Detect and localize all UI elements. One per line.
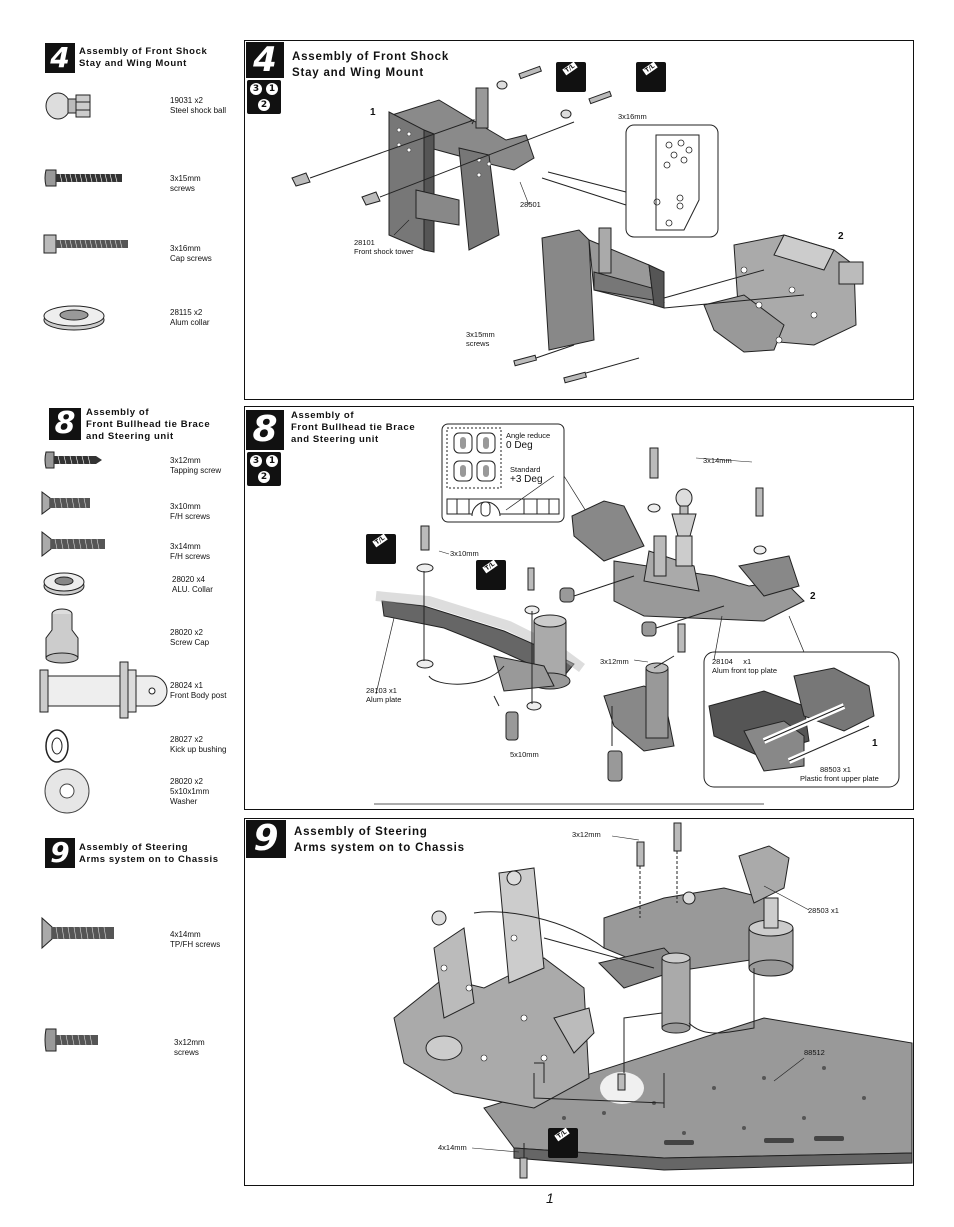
part-3x16-label: 3x16mm Cap screws xyxy=(170,244,212,263)
step-9-badge-left: 9 xyxy=(45,838,75,868)
part-3x12-label: 3x12mm screws xyxy=(174,1038,205,1057)
part-3x15-label: 3x15mm screws xyxy=(170,174,201,193)
label-3x14mm: 3x14mm xyxy=(703,456,732,465)
screw-3x15-icon xyxy=(44,169,122,187)
step8-sub2: 2 xyxy=(810,591,816,602)
step-8-title: Assembly of Front Bullhead tie Brace and… xyxy=(291,410,416,445)
step8-sub1: 1 xyxy=(872,738,878,749)
label-28501: 28501 xyxy=(520,200,541,209)
label-28104: 28104 x1 Alum front top plate xyxy=(712,657,778,675)
label-88512: 88512 xyxy=(804,1048,825,1057)
fh-screw-3x10-icon xyxy=(41,491,90,515)
alum-collar-icon xyxy=(43,305,105,331)
part-28020-collar-label: 28020 x4 ALU. Collar xyxy=(172,575,213,594)
label-angle-reduce: Angle reduce 0 Deg xyxy=(506,431,551,451)
part-19031-label: 19031 x2 Steel shock ball xyxy=(170,96,227,115)
label-standard: Standard +3 Deg xyxy=(510,465,543,485)
label-5x10mm: 5x10mm xyxy=(510,750,539,759)
assembly-order-icon-8: 3 1 2 xyxy=(247,452,281,486)
step-4-badge-left: 4 xyxy=(45,43,75,73)
thread-lock-icon-8b: T/L xyxy=(476,559,506,590)
label-3x12mm-9: 3x12mm xyxy=(572,830,601,839)
step-8-badge-left: 8 xyxy=(49,408,81,440)
step-9-title: Assembly of Steering Arms system on to C… xyxy=(294,826,465,854)
thread-lock-icon-4b: T/L xyxy=(636,61,666,92)
fh-screw-3x14-icon xyxy=(41,530,105,558)
label-3x12mm-8: 3x12mm xyxy=(600,657,629,666)
step-4-title-left: Assembly of Front Shock Stay and Wing Mo… xyxy=(79,46,208,69)
part-3x12-tap-label: 3x12mm Tapping screw xyxy=(170,456,222,475)
label-3x16mm: 3x16mm xyxy=(618,112,647,121)
screw-3x12-icon xyxy=(44,1028,98,1052)
screw-cap-icon xyxy=(45,608,79,664)
label-4x14mm: 4x14mm xyxy=(438,1143,467,1152)
step-8-title-left: Assembly of Front Bullhead tie Brace and… xyxy=(86,407,211,442)
cap-screw-3x16-icon xyxy=(43,234,128,254)
thread-lock-icon-4a: T/L xyxy=(556,61,586,92)
part-28020-washer-label: 28020 x2 5x10x1mm Washer xyxy=(170,777,210,806)
step-9-badge: 9 xyxy=(246,820,286,858)
label-88503: 88503 x1 Plastic front upper plate xyxy=(800,765,879,783)
part-4x14-label: 4x14mm TP/FH screws xyxy=(170,930,221,949)
shock-tower-diagram xyxy=(291,65,864,384)
step-8-diagram-frame xyxy=(244,406,914,810)
shock-ball-icon xyxy=(45,92,91,120)
page-number: 1 xyxy=(546,1190,554,1206)
step4-sub2: 2 xyxy=(838,231,844,242)
label-28101: 28101 Front shock tower xyxy=(354,238,414,256)
part-28020-cap-label: 28020 x2 Screw Cap xyxy=(170,628,210,647)
kick-up-bushing-icon xyxy=(45,729,69,763)
step-9-title-left: Assembly of Steering Arms system on to C… xyxy=(79,842,219,865)
assembly-order-icon-4: 3 1 2 xyxy=(247,80,281,114)
washer-icon xyxy=(44,768,90,814)
step4-sub1: 1 xyxy=(370,107,376,118)
tp-fh-screw-4x14-icon xyxy=(41,916,114,950)
label-28103: 28103 x1 Alum plate xyxy=(366,686,402,704)
step-8-badge: 8 xyxy=(246,410,284,450)
bullhead-steering-diagram xyxy=(374,423,900,805)
chassis-steering-diagram xyxy=(393,822,913,1179)
step-9-diagram-frame xyxy=(244,818,914,1186)
label-3x10mm: 3x10mm xyxy=(450,549,479,558)
label-28503: 28503 x1 xyxy=(808,906,839,915)
label-3x15mm: 3x15mm screws xyxy=(466,330,495,348)
alu-collar-icon xyxy=(43,572,85,596)
thread-lock-icon-9: T/L xyxy=(548,1127,578,1158)
step-4-diagram-frame xyxy=(244,40,914,400)
part-28115-label: 28115 x2 Alum collar xyxy=(170,308,210,327)
step-4-title: Assembly of Front Shock Stay and Wing Mo… xyxy=(292,51,450,79)
part-28024-label: 28024 x1 Front Body post xyxy=(170,681,227,700)
tapping-screw-icon xyxy=(44,451,102,469)
step-4-badge: 4 xyxy=(246,42,284,78)
part-3x10-label: 3x10mm F/H screws xyxy=(170,502,210,521)
part-28027-label: 28027 x2 Kick up bushing xyxy=(170,735,227,754)
thread-lock-icon-8a: T/L xyxy=(366,533,396,564)
front-body-post-icon xyxy=(39,661,168,719)
part-3x14-label: 3x14mm F/H screws xyxy=(170,542,210,561)
